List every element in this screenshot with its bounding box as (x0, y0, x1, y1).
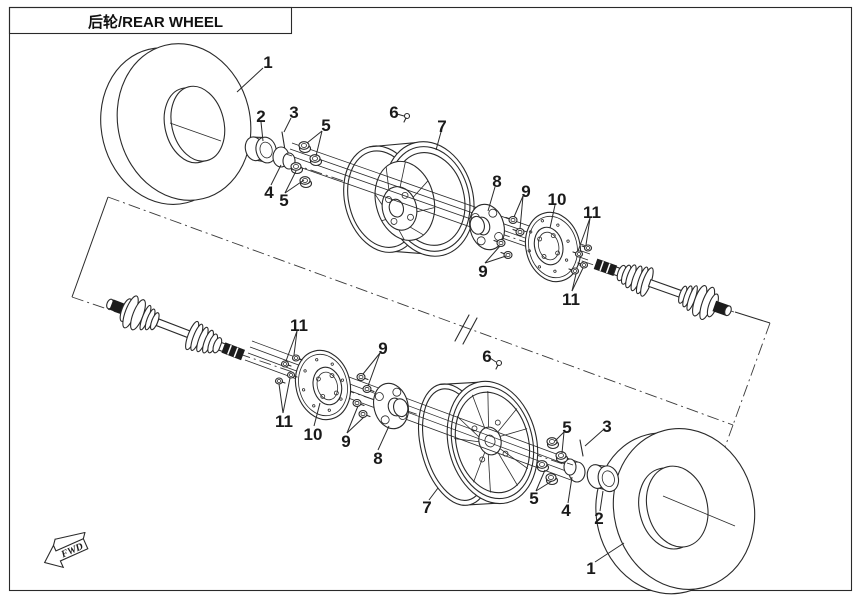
callout-2-upper: 2 (256, 107, 265, 126)
lower-disc-bolts (274, 354, 303, 385)
lower-wheel-nuts (536, 437, 569, 486)
callout-9b-lower: 9 (341, 432, 350, 451)
callout-4-lower: 4 (561, 501, 571, 520)
upper-cotter-pin (281, 131, 286, 151)
drawing-frame (8, 6, 853, 592)
wheel-spokes (454, 391, 529, 493)
upper-drive-axle (593, 258, 732, 321)
fwd-arrow: FWD (43, 531, 89, 569)
callout-3-lower: 3 (602, 417, 611, 436)
callouts: 1 2 3 5 4 5 6 7 8 9 9 10 11 11 11 11 10 … (256, 53, 611, 578)
callout-10-lower: 10 (304, 425, 323, 444)
upper-hub (469, 203, 505, 251)
callout-10-upper: 10 (548, 190, 567, 209)
lower-castle-nut (563, 458, 586, 483)
callout-4-upper: 4 (264, 183, 274, 202)
callout-7-lower: 7 (422, 498, 431, 517)
upper-tire (100, 43, 252, 205)
break-mark (454, 314, 470, 342)
callout-11a-lower: 11 (290, 316, 308, 335)
callout-6-lower: 6 (482, 347, 491, 366)
upper-disc-bolts (568, 244, 593, 275)
lower-cotter-pin (579, 439, 584, 457)
upper-hub-bolts (493, 215, 525, 260)
callout-3-upper: 3 (289, 103, 298, 122)
callout-8-lower: 8 (373, 449, 382, 468)
callout-1-lower: 1 (586, 559, 595, 578)
callout-9a-lower: 9 (378, 339, 387, 358)
lower-hub-bolts (352, 372, 375, 419)
lower-hub-cap (586, 464, 620, 493)
upper-brake-disc (524, 211, 582, 283)
lower-tire (595, 428, 756, 595)
upper-wheel-rim (343, 141, 475, 257)
lower-drive-axle (106, 295, 246, 361)
page-title: 后轮/REAR WHEEL (88, 13, 223, 31)
callout-5b-lower: 5 (529, 489, 538, 508)
callout-2-lower: 2 (594, 509, 603, 528)
lower-tire-valve (495, 359, 503, 370)
upper-hub-cap (244, 136, 277, 164)
callout-11a-upper: 11 (583, 203, 601, 222)
callout-6-upper: 6 (389, 103, 398, 122)
callout-5b-upper: 5 (279, 191, 288, 210)
callout-leaders (236, 67, 625, 563)
callout-5a-upper: 5 (321, 116, 330, 135)
upper-castle-nut (272, 146, 296, 170)
lower-hub (373, 382, 409, 430)
upper-tire-valve (403, 112, 411, 123)
title-box (8, 6, 293, 35)
callout-9a-upper: 9 (521, 182, 530, 201)
upper-wheel-nuts (290, 141, 323, 189)
callout-7-upper: 7 (437, 117, 446, 136)
callout-1-upper: 1 (263, 53, 272, 72)
callout-5a-lower: 5 (562, 418, 571, 437)
callout-9b-upper: 9 (478, 262, 487, 281)
fwd-label: FWD (59, 541, 85, 561)
callout-8-upper: 8 (492, 172, 501, 191)
callout-11b-lower: 11 (275, 412, 293, 431)
lower-brake-disc (294, 349, 352, 421)
callout-11b-upper: 11 (562, 290, 580, 309)
